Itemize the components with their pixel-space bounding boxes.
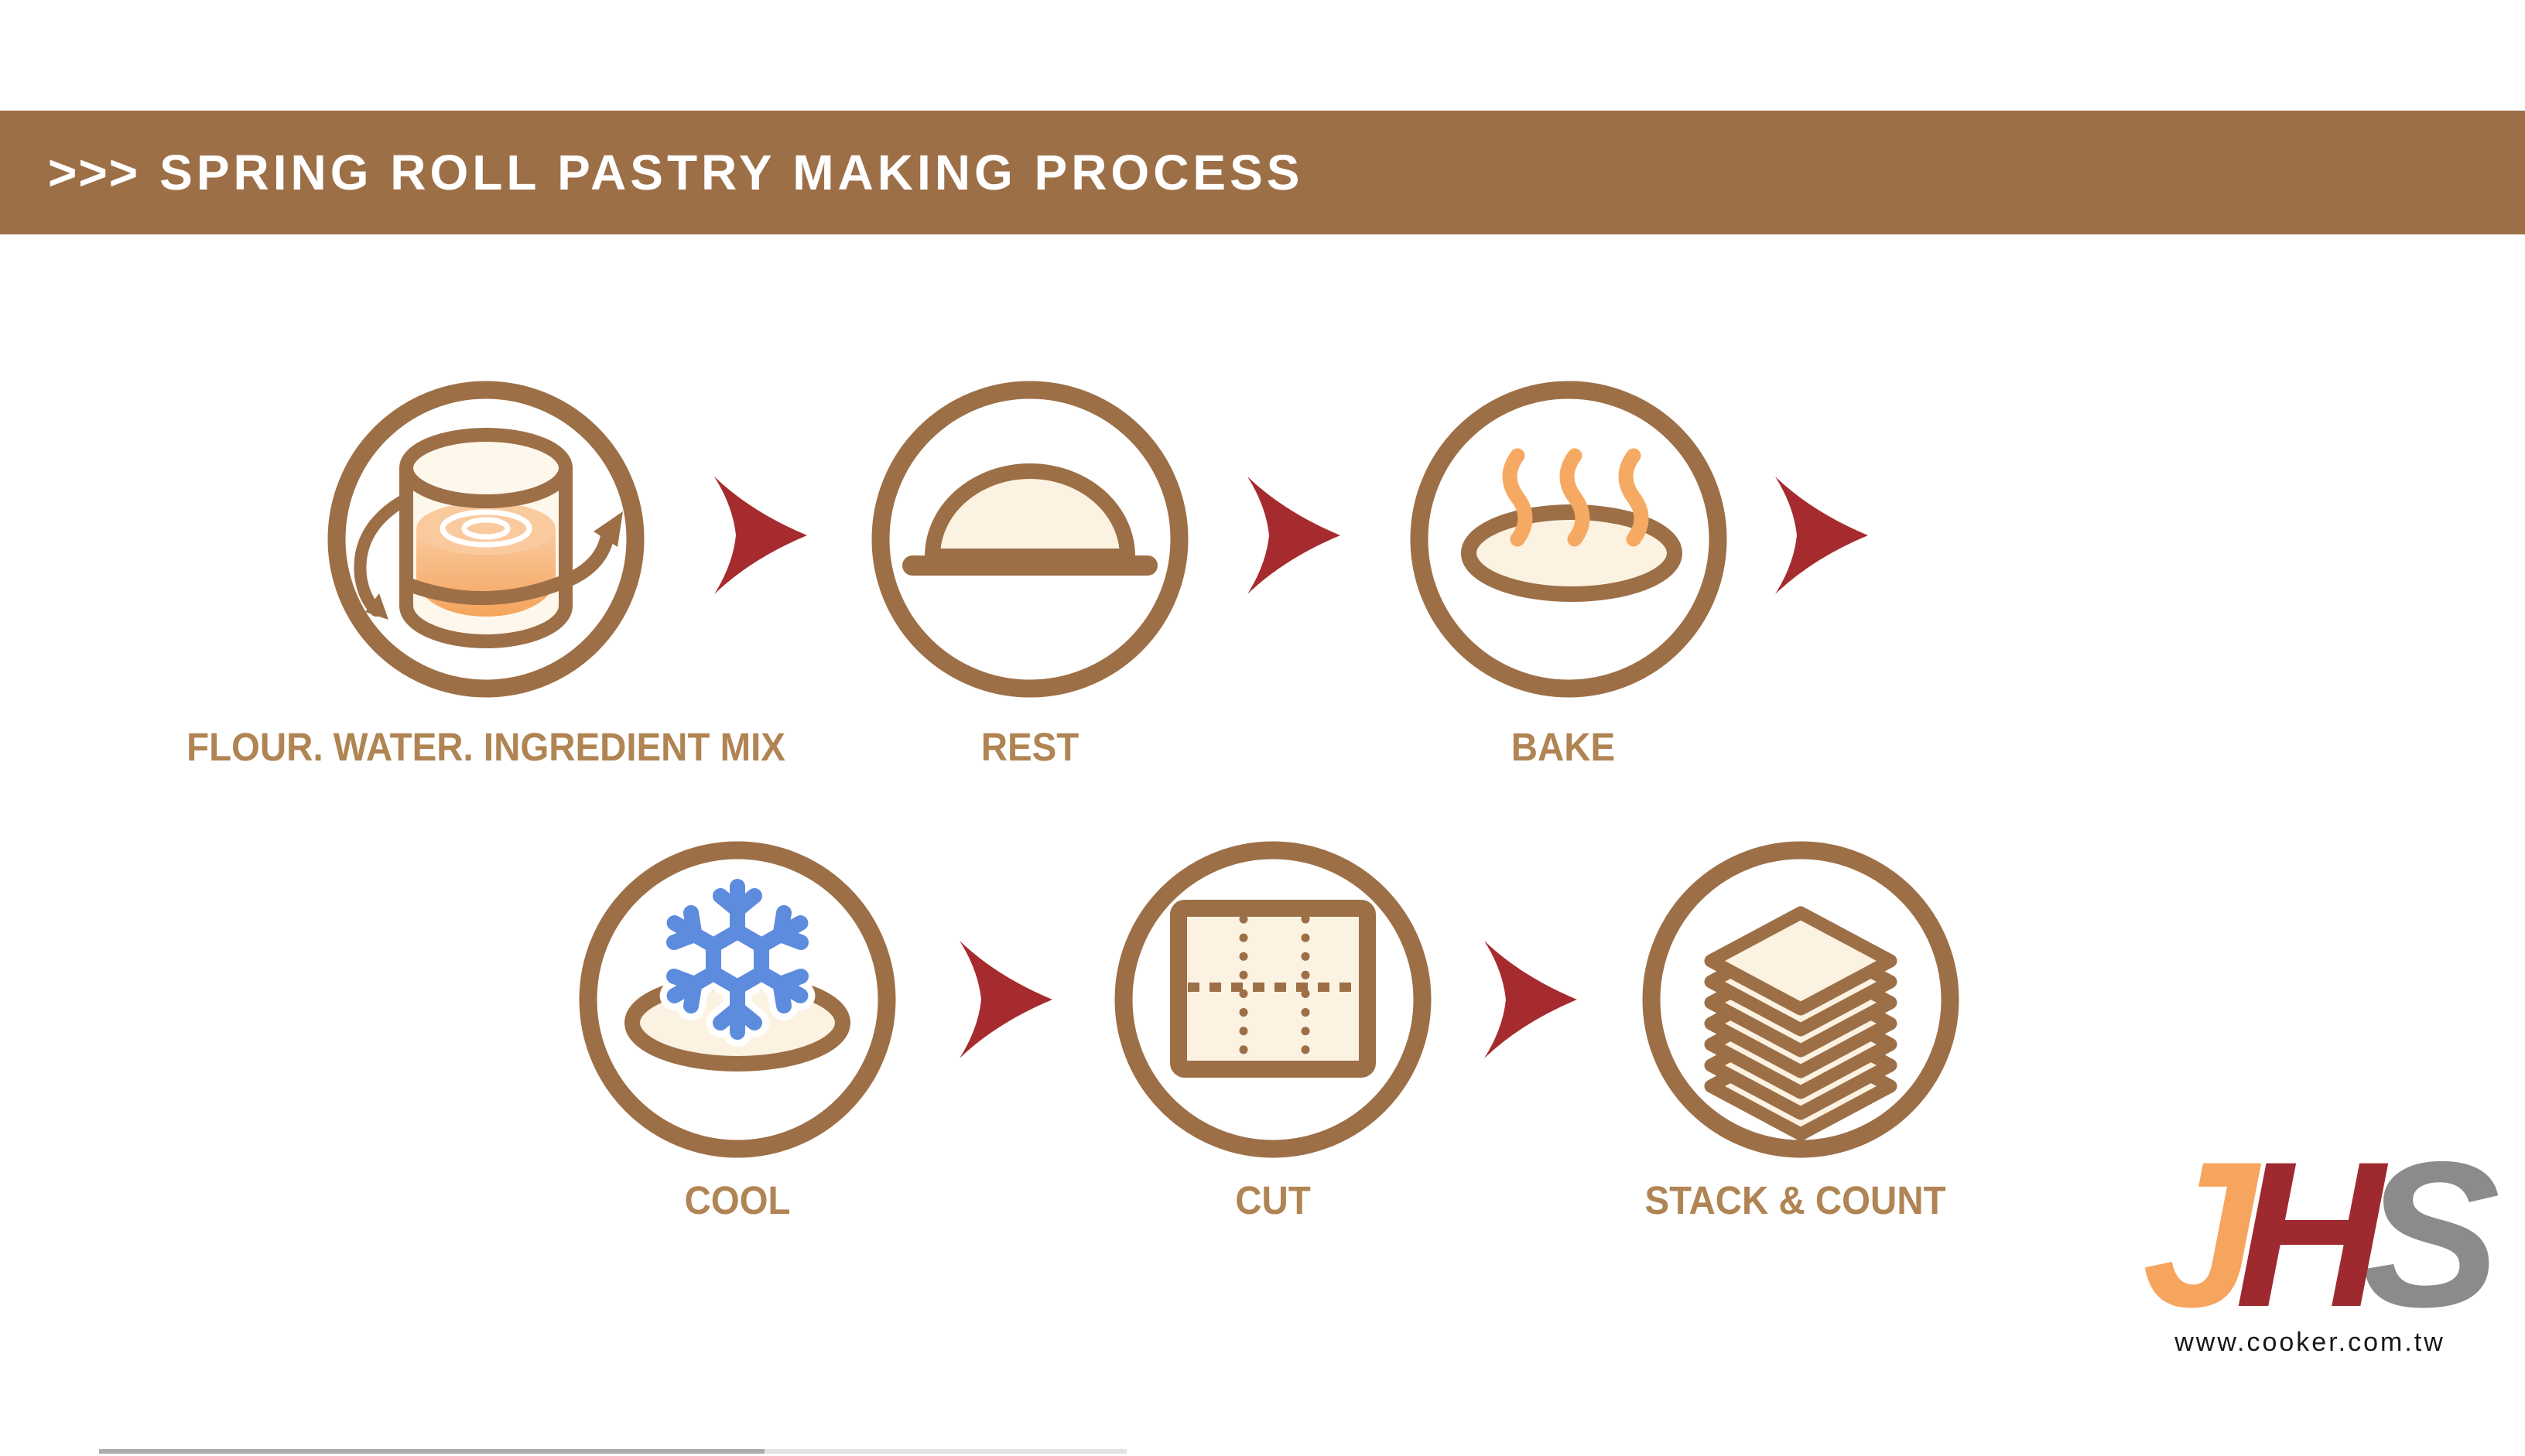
website-text: www.cooker.com.tw [2174, 1328, 2445, 1357]
steaming-pastry-glyph [1461, 448, 1682, 602]
snowflake-pastry-glyph [624, 872, 850, 1071]
step-label-cool: COOL [684, 1178, 791, 1222]
steam-lines [1502, 448, 1649, 547]
step-label-stack: STACK & COUNT [1644, 1178, 1946, 1222]
flow-arrow-icon [960, 941, 1052, 1058]
snowflake-icon [666, 872, 809, 1032]
stacked-sheets-glyph [1704, 906, 1897, 1141]
steaming-pastry-icon [1410, 381, 1727, 698]
scrollbar-fragment-dark [99, 1449, 765, 1454]
header-bar: >>> SPRING ROLL PASTRY MAKING PROCESS [0, 111, 2525, 234]
flow-arrow-icon [1247, 477, 1340, 594]
scrollbar-fragment-light [765, 1449, 1127, 1454]
cutting-grid-glyph [1170, 900, 1376, 1078]
mixing-bowl-icon [327, 381, 645, 698]
logo-letter-j: J [2142, 1118, 2258, 1350]
jhs-logo: J H S [2143, 1118, 2500, 1350]
logo-letter-s: S [2362, 1118, 2500, 1350]
snowflake-pastry-icon [579, 841, 896, 1158]
dough-dome-icon [871, 381, 1189, 698]
flow-arrow-icon [1484, 941, 1577, 1058]
step-label-cut: CUT [1235, 1178, 1311, 1222]
cutting-grid-icon [1114, 841, 1432, 1158]
step-label-rest: REST [980, 725, 1079, 769]
flow-arrow-icon [1775, 477, 1868, 594]
step-label-mix: FLOUR. WATER. INGREDIENT MIX [186, 725, 785, 769]
page-title: >>> SPRING ROLL PASTRY MAKING PROCESS [48, 144, 1303, 201]
step-label-bake: BAKE [1511, 725, 1616, 769]
flow-arrow-icon [714, 477, 807, 594]
dough-dome-glyph [902, 463, 1158, 576]
stacked-sheets-icon [1642, 841, 1959, 1158]
page-title-text: SPRING ROLL PASTRY MAKING PROCESS [159, 145, 1304, 200]
mixing-bowl-glyph [354, 428, 623, 648]
chevrons-icon: >>> [48, 145, 140, 200]
logo-letter-h: H [2235, 1118, 2385, 1350]
